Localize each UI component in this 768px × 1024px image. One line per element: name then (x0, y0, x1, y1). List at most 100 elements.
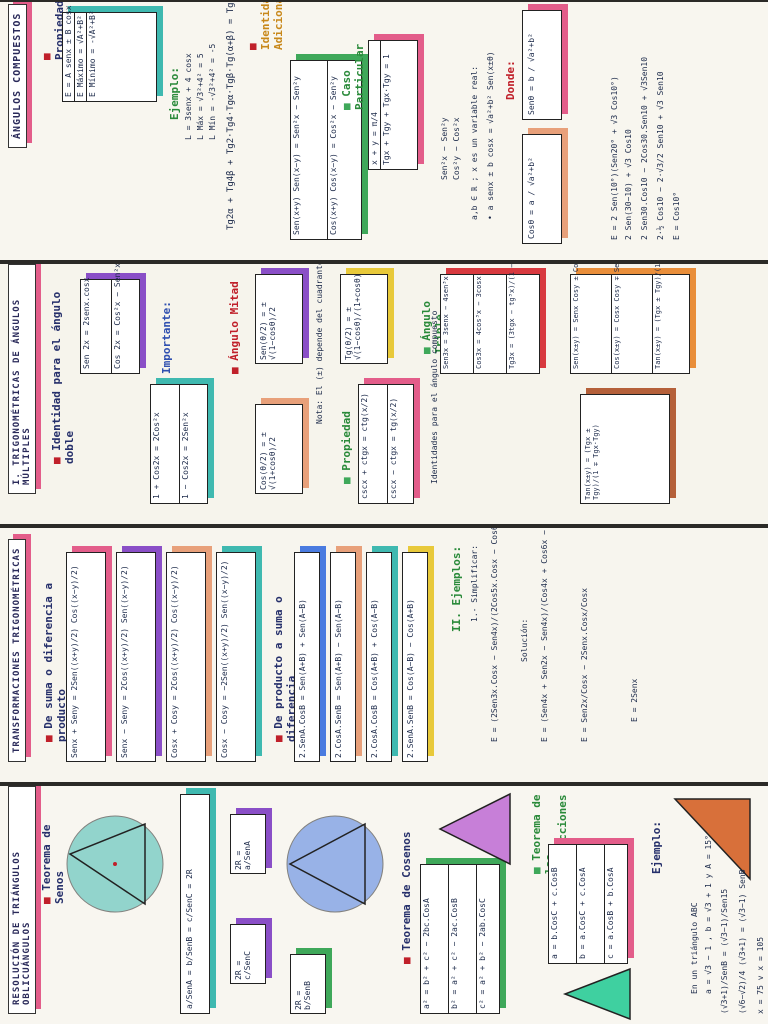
prop-row: cscx + ctgx = ctg(x/2) (359, 385, 388, 503)
propiedad-label: ■ Propiedad (340, 411, 353, 484)
prod-row: 2.CosA.SenB = Sen(A+B) − Sen(A−B) (330, 552, 356, 762)
sen-theta-box: Senθ = b / √a²+b² (522, 10, 562, 120)
proy-row: a = b.CosC + c.CosB (549, 845, 577, 963)
prop-row: E Máximo = √A²+B² (75, 13, 87, 101)
tg-half-box: Tg(θ/2) = ± √(1−cosθ)/(1+cosθ) (340, 273, 388, 364)
doble-box: Sen 2x = 2senx.cosx Cos 2x = Cos²x − Sen… (80, 264, 140, 374)
orange-triangle-figure (673, 798, 751, 881)
ex3-line: E = 2 Sen(10°)(Sen20° + √3 Cos10°) (610, 76, 619, 240)
cosenos-row: b² = a² + c² − 2ac.CosB (449, 865, 477, 1013)
caso-row: x + y = π/4 (369, 41, 381, 169)
proy-row: c = a.CosB + b.CosA (606, 867, 615, 959)
suma-row: Cosx − Cosy = −2Sen((x+y)/2) Sen((x−y)/2… (216, 552, 256, 762)
green-triangle-figure (562, 967, 631, 1021)
compuesto-row: Tan(x±y) = (Tgx ± Tgy)/(1 ∓ Tgx·Tgy) (654, 264, 662, 369)
compuesto-note: Identidades para el ángulo compuesto (430, 310, 439, 484)
proy-row: b = a.CosC + c.CosA (577, 845, 605, 963)
solucion-label: Solución: (520, 618, 529, 662)
triple-row: Tg3x = (3tgx − tg³x)/(1 − 3tg²x) (508, 264, 516, 369)
id-side: Sen²x − Sen²y (440, 117, 449, 180)
suma-row: Senx − Seny = 2Cos((x+y)/2) Sen((x−y)/2) (116, 552, 156, 762)
doble-row: Sen 2x = 2senx.cosx (81, 277, 112, 373)
ejemplo-line: L Máx = √3²+4² = 5 (196, 53, 205, 140)
ej-line: x = 75 v x = 105 (756, 936, 765, 1014)
ej-line: a = √3 − 1 , b = √3 + 1 y A = 15° (704, 835, 713, 994)
strip-triangulos: RESOLUCIÓN DE TRIÁNGULOS OBLICUÁNGULOS ■… (0, 786, 768, 1024)
cosenos-row: c² = a² + b² − 2ab.CosC (478, 898, 487, 1009)
id-side: Cos²y − Cos²x (452, 117, 461, 180)
doble-label: ■ Identidad para el ángulo doble (50, 291, 76, 464)
prop-row: E = A senx ± B cosx (63, 5, 75, 101)
var-formula: • a senx ± b cosx = √a²+b² Sen(x±θ) (486, 51, 495, 220)
prod-row: 2.SenA.SenB = Cos(A−B) − Cos(A+B) (402, 552, 428, 762)
strip4-title: RESOLUCIÓN DE TRIÁNGULOS OBLICUÁNGULOS (8, 786, 36, 1014)
senos-r: 2R = c/SenC (230, 924, 266, 984)
imp-row: 1 + Cos2x = 2Cos²x (151, 385, 180, 503)
suma-row: Cosx + Cosy = 2Cos((x+y)/2) Cos((x−y)/2) (166, 552, 206, 762)
mitad-sen-box: Sen(θ/2) = ± √(1−cosθ)/2 (255, 274, 303, 364)
strip2-title: I. TRIGONOMÉTRICAS DE ÁNGULOS MÚLTIPLES (8, 264, 36, 494)
section-identidades: ■ Identidades Adicionales (246, 2, 285, 50)
simplificar-label: 1.- Simplificar: (470, 544, 479, 622)
example-line: E = 2Senx (630, 678, 639, 722)
donde-label: Donde: (504, 60, 517, 100)
strip3-title: TRANSFORMACIONES TRIGONOMÉTRICAS (8, 538, 26, 762)
ejemplo-label: Ejemplo: (168, 67, 181, 120)
strip1-title: ÁNGULOS COMPUESTOS (8, 3, 27, 148)
cosenos-row: a² = b² + c² − 2bc.CosA (421, 865, 449, 1013)
ejemplos-label: II. Ejemplos: (450, 545, 463, 632)
propiedades-box: E = A senx ± B cosx E Máximo = √A²+B² E … (62, 5, 157, 102)
inscribed-circle-figure (286, 815, 384, 913)
ej-line: (√3+1)/SenB = (√3−1)/Sen15 (720, 888, 729, 1014)
triangle-abc-figure (438, 792, 511, 866)
strip-transformaciones: TRANSFORMACIONES TRIGONOMÉTRICAS ■ De su… (0, 528, 768, 782)
triple-box: Sen3x = 3senx − 4sen³x Cos3x = 4cos³x − … (440, 264, 540, 374)
suma-label: ■ De suma o diferencia a producto (42, 583, 68, 742)
example-line: E = (2Sen3x.Cosx − Sen4x)/(2Cos5x.Cosx −… (490, 528, 499, 742)
importante-box: 1 + Cos2x = 2Cos²x 1 − Cos2x = 2Sen²x (150, 384, 208, 504)
imp-row: 1 − Cos2x = 2Sen²x (181, 412, 190, 499)
ex3-line: E = Cos10° (672, 191, 681, 240)
ex3-line: 2 Sen30.Cos10 − 2Cos30.Sen10 + √3Sen10 (640, 56, 649, 240)
prop-row: cscx − ctgx = tg(x/2) (389, 397, 398, 499)
tan-sum-box: Tan(x±y) = (Tgx ± Tgy)/(1 ∓ Tgx·Tgy) (580, 394, 670, 504)
doble-row: Cos 2x = Cos²x − Sen²x (113, 264, 122, 369)
prod-row: 2.CosA.CosB = Cos(A+B) + Cos(A−B) (366, 552, 392, 762)
cosenos-label: ■ Teorema de Cosenos (400, 831, 413, 964)
strip-angulos-multiples: I. TRIGONOMÉTRICAS DE ÁNGULOS MÚLTIPLES … (0, 264, 768, 524)
ejemplo-line: L = 3senx + 4 cosx (184, 53, 193, 140)
importante-label: Importante: (160, 301, 173, 374)
ejemplo-label: Ejemplo: (650, 821, 663, 874)
propiedad-box: cscx + ctgx = ctg(x/2) cscx − ctgx = tg(… (358, 384, 414, 504)
caso-row: Tgx + Tgy + Tgx·Tgy = 1 (382, 54, 391, 165)
strip-angulos-compuestos: ÁNGULOS COMPUESTOS ■ Propiedades E = A s… (0, 2, 768, 260)
mitad-label: ■ Ángulo Mitad (228, 281, 241, 374)
compuesto-row: Sen(x±y) = Senx Cosy ± Cosx Seny (571, 264, 612, 373)
cosenos-box: a² = b² + c² − 2bc.CosA b² = a² + c² − 2… (420, 864, 500, 1014)
senos-r: 2R = b/SenB (290, 954, 326, 1014)
example-line: E = (Sen4x + Sen2x − Sen4x)/(Cos4x + Cos… (540, 528, 549, 742)
caso-box: x + y = π/4 Tgx + Tgy + Tgx·Tgy = 1 (368, 40, 418, 170)
prod-row: 2.SenA.CosB = Sen(A+B) + Sen(A−B) (294, 552, 320, 762)
circumscribed-triangle-figure (66, 815, 164, 913)
senos-r: 2R = a/SenA (230, 814, 266, 874)
proy-box: a = b.CosC + c.CosB b = a.CosC + c.CosA … (548, 844, 628, 964)
cos-theta-box: Cosθ = a / √a²+b² (522, 134, 562, 244)
prop-ii: Tg2α + Tg4β + Tg2·Tg4·Tgα·Tgβ·Tg(α+β) = … (226, 2, 236, 230)
senos-equation: a/SenA = b/SenB = c/SenC = 2R (180, 794, 210, 1014)
ejemplo-line: L Mín = -√3²+4² = -5 (208, 43, 217, 140)
ex3-line: 2 Sen(30−10) + √3 Cos10 (624, 129, 633, 240)
triple-row: Sen3x = 3senx − 4sen³x (441, 275, 474, 373)
suma-row: Senx + Seny = 2Sen((x+y)/2) Cos((x−y)/2) (66, 552, 106, 762)
nota-text: Nota: El (±) depende del cuadrante (θ/2) (315, 264, 324, 424)
ej-line: En un triángulo ABC (690, 902, 699, 994)
example-line: E = Sen2x/Cosx − 2Senx.Cosx/Cosx (580, 587, 589, 742)
ex3-line: 2·½ Cos10 − 2·√3/2 Sen10 + √3 Sen10 (656, 71, 665, 240)
compuesto-box: Sen(x±y) = Senx Cosy ± Cosx Seny Cos(x±y… (570, 264, 690, 374)
mitad-cos-box: Cos(θ/2) = ± √(1+cosθ)/2 (255, 404, 303, 494)
id-row: Cos(x+y) Cos(x−y) = Cos²x − Sen²y (329, 76, 338, 235)
var-text: a,b ∈ ℝ ; x es un variable real: (470, 65, 479, 220)
section-caso: ■ Caso Particular (340, 43, 366, 110)
ej-line: (√6−√2)/4 (√3+1) = (√3−1) SenB (738, 869, 747, 1015)
compuesto-row: Cos(x±y) = Cosx Cosy ∓ Senx Seny (612, 264, 653, 373)
